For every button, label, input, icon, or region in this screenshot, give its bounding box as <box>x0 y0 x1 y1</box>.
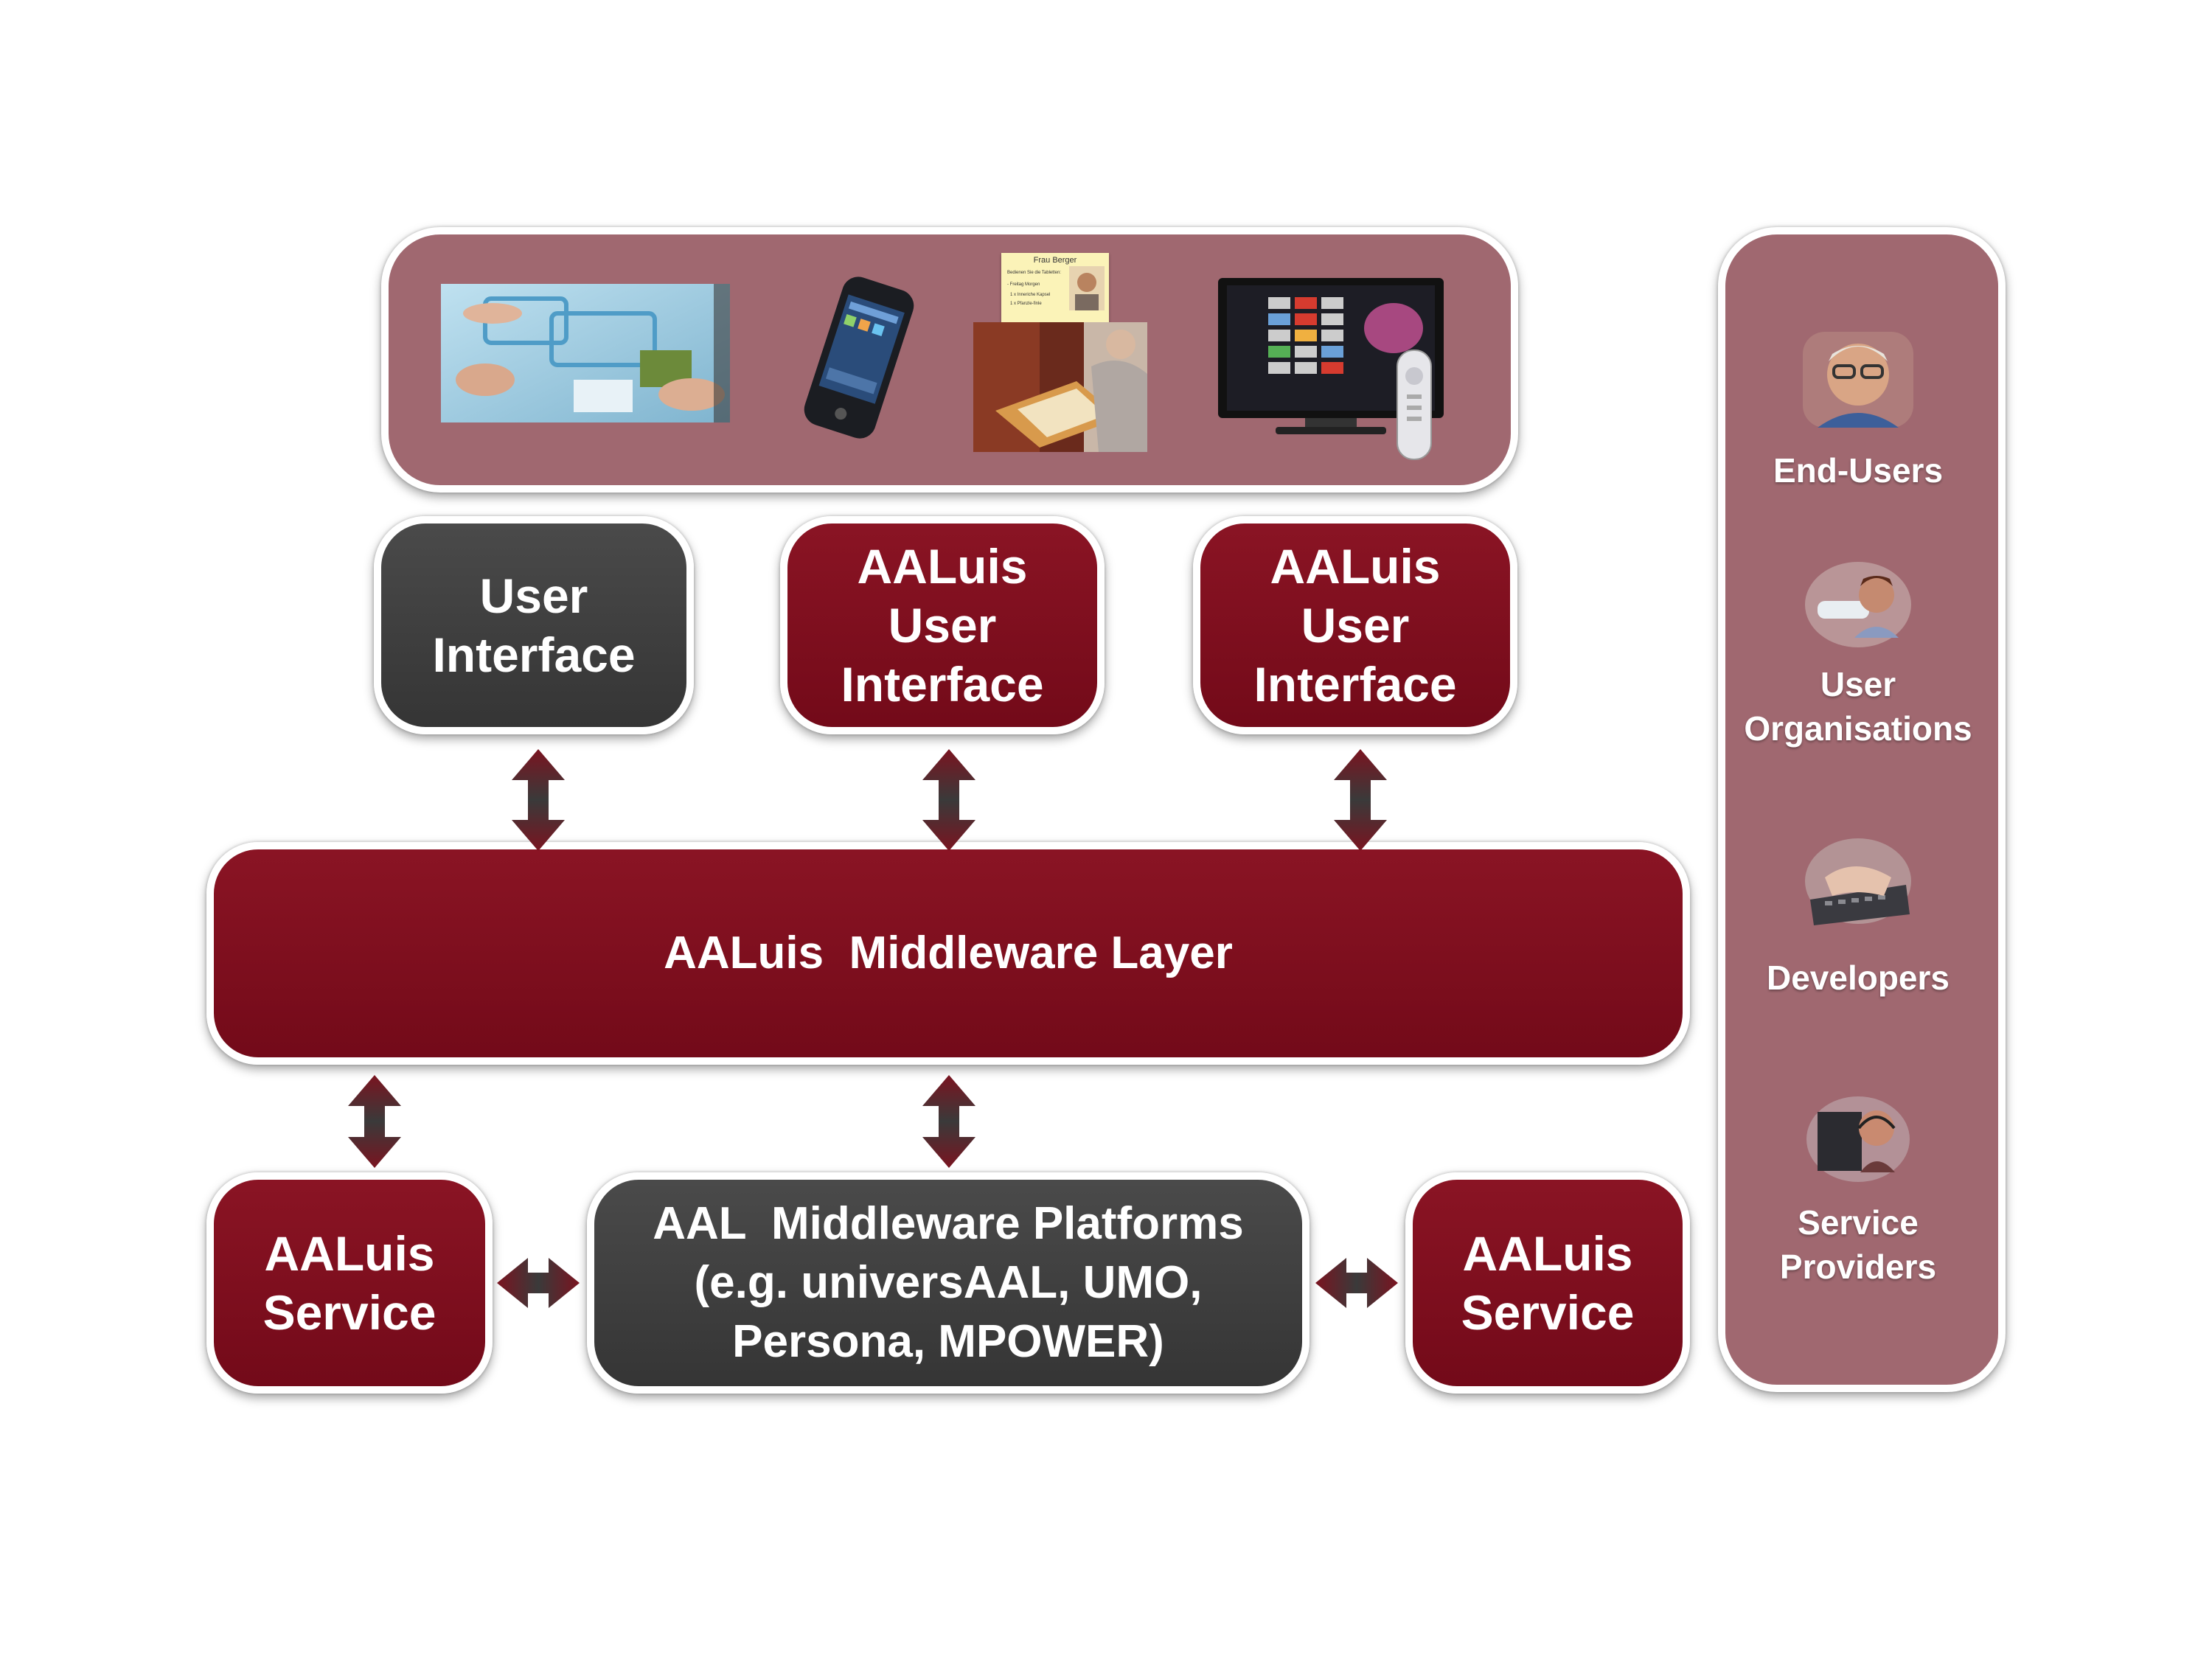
tablet-note-line: - Freitag Morgen <box>1007 282 1040 287</box>
aaluis-user-interface-box: AALuis User Interface <box>1193 516 1517 734</box>
user-interface-label: Interface <box>432 627 636 682</box>
service-label: Service <box>1461 1285 1635 1340</box>
service-label: AALuis <box>264 1226 435 1281</box>
platforms-label: (e.g. universAAL, UMO, <box>694 1257 1203 1308</box>
tablet-note-line: 1 x Pfanzle-finle <box>1010 302 1042 306</box>
double-arrow-icon <box>497 1258 580 1308</box>
tablet-note-title: Frau Berger <box>1033 256 1077 265</box>
service-providers-label-line: Service <box>1798 1203 1919 1242</box>
aaluis-ui-label: AALuis <box>857 539 1028 594</box>
multitouch-table-image <box>441 284 730 422</box>
elderly-tablet-photo <box>973 322 1147 452</box>
user-interface-label: User <box>479 568 588 623</box>
service-providers-label: Service Providers <box>1733 1200 1983 1289</box>
aaluis-ui-label: User <box>1301 598 1410 653</box>
double-arrow-icon <box>512 749 565 851</box>
double-arrow-icon <box>348 1075 401 1168</box>
double-arrow-icon <box>922 1075 975 1168</box>
developers-icon <box>1803 833 1913 929</box>
aaluis-ui-label: Interface <box>1253 657 1457 712</box>
developers-label: Developers <box>1766 959 1950 997</box>
aaluis-ui-label: AALuis <box>1270 539 1441 594</box>
tablet-note-line: 1 x Inneriche Kapsel <box>1010 293 1051 297</box>
platforms-label: AAL Middleware Platforms <box>653 1198 1244 1249</box>
user-organisations-icon <box>1803 557 1913 653</box>
middleware-layer-box: AALuis Middleware Layer <box>206 842 1690 1065</box>
double-arrow-icon <box>922 749 975 851</box>
service-providers-icon <box>1803 1091 1913 1187</box>
platforms-label: Persona, MPOWER) <box>732 1316 1164 1367</box>
user-organisations-label-line: Organisations <box>1744 709 1972 748</box>
smartphone-image <box>793 273 925 442</box>
user-organisations-label-line: User <box>1820 665 1896 703</box>
end-user-icon <box>1803 332 1913 428</box>
double-arrow-icon <box>1334 749 1387 851</box>
service-label: AALuis <box>1462 1226 1633 1281</box>
user-organisations-label: User Organisations <box>1733 662 1983 751</box>
user-interface-box: User Interface <box>374 516 694 734</box>
aaluis-service-box-right: AALuis Service <box>1405 1172 1690 1394</box>
double-arrow-icon <box>1315 1258 1398 1308</box>
aal-middleware-platforms-box: AAL Middleware Platforms (e.g. universAA… <box>587 1172 1310 1394</box>
tablet-note-line: Bedienen Sie die Tabletten: <box>1007 271 1061 275</box>
aaluis-ui-label: Interface <box>841 657 1044 712</box>
tablet-screen-note: Frau Berger Bedienen Sie die Tabletten: … <box>1001 253 1109 331</box>
aaluis-user-interface-box: AALuis User Interface <box>780 516 1105 734</box>
aaluis-ui-label: User <box>888 598 997 653</box>
smart-tv-image <box>1217 276 1453 461</box>
service-label: Service <box>262 1285 437 1340</box>
end-users-label: End-Users <box>1773 451 1944 490</box>
aaluis-service-box-left: AALuis Service <box>206 1172 493 1394</box>
middleware-layer-label: AALuis Middleware Layer <box>664 928 1233 978</box>
service-providers-label-line: Providers <box>1779 1248 1937 1286</box>
